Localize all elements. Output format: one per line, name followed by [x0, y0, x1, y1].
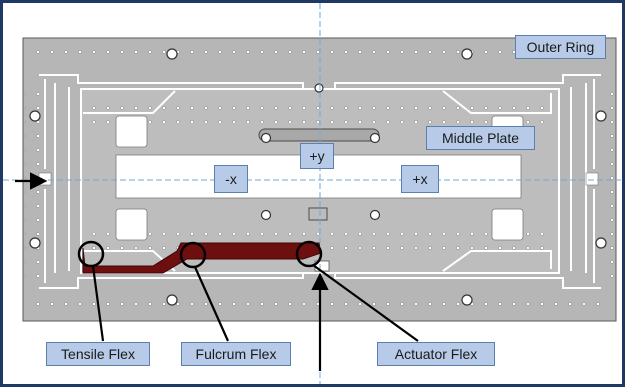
- minus-x-label: -x: [214, 165, 248, 193]
- plus-y-label: +y: [300, 143, 334, 169]
- plate-drawing: [3, 3, 622, 384]
- fulcrum-flex-label: Fulcrum Flex: [181, 342, 291, 366]
- middle-plate-label: Middle Plate: [426, 126, 535, 150]
- actuator-flex-label: Actuator Flex: [377, 342, 495, 366]
- force-arrows: [15, 172, 329, 371]
- tensile-flex-label: Tensile Flex: [46, 342, 150, 366]
- outer-ring-label: Outer Ring: [515, 35, 606, 59]
- plus-x-label: +x: [401, 165, 439, 193]
- leader-lines: [91, 264, 419, 342]
- callout-circles: [77, 240, 323, 269]
- cutouts: [38, 115, 599, 272]
- mounting-holes: [29, 48, 607, 306]
